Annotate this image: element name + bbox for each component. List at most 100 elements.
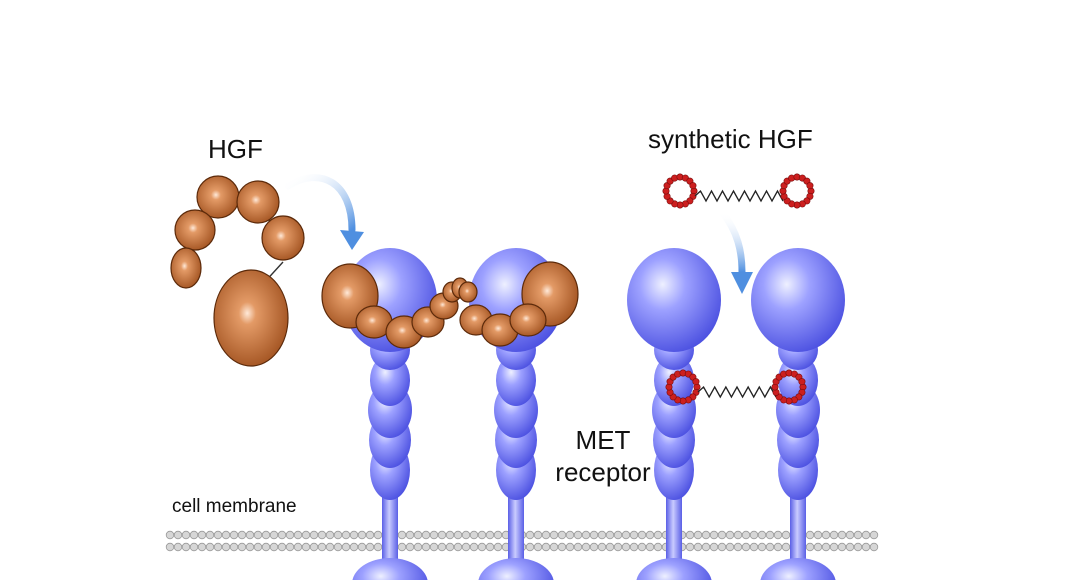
lipid-head (565, 542, 575, 552)
lipid-head (469, 530, 479, 540)
lipid-head (805, 542, 815, 552)
lipid-head (421, 542, 431, 552)
lipid-head (309, 542, 319, 552)
lipid-head (701, 530, 711, 540)
lipid-head (173, 542, 183, 552)
lipid-head (549, 530, 559, 540)
lipid-head (165, 530, 175, 540)
lipid-head (317, 542, 327, 552)
receptor-transmembrane (382, 490, 398, 560)
met-receptor-3 (627, 248, 721, 585)
met-receptors (343, 248, 845, 585)
lipid-head (205, 542, 215, 552)
lipid-head (453, 530, 463, 540)
lipid-head (589, 530, 599, 540)
lipid-head (461, 530, 471, 540)
lipid-head (829, 542, 839, 552)
lipid-head (765, 530, 775, 540)
lipid-head (621, 542, 631, 552)
lipid-head (749, 530, 759, 540)
lipid-head (485, 542, 495, 552)
lipid-head (445, 542, 455, 552)
lipid-head (813, 530, 823, 540)
lipid-head (309, 530, 319, 540)
lipid-head (645, 530, 655, 540)
lipid-head (181, 542, 191, 552)
lipid-head (733, 542, 743, 552)
lipid-head (357, 530, 367, 540)
lipid-head (685, 542, 695, 552)
lipid-head (437, 542, 447, 552)
lipid-head (181, 530, 191, 540)
lipid-head (685, 530, 695, 540)
lipid-head (605, 530, 615, 540)
receptor-transmembrane (666, 490, 682, 560)
synthetic-linker-bound (697, 385, 777, 399)
hgf-kringle-domain (261, 215, 305, 261)
lipid-head (853, 542, 863, 552)
lipid-head (477, 542, 487, 552)
lipid-head (581, 542, 591, 552)
lipid-head (541, 542, 551, 552)
lipid-head (805, 530, 815, 540)
lipid-head (733, 530, 743, 540)
hgf-kringle-domain (174, 209, 216, 251)
lipid-head (533, 530, 543, 540)
lipid-head (869, 530, 879, 540)
synthetic-ring (662, 173, 698, 209)
lipid-head (277, 530, 287, 540)
lipid-head (413, 530, 423, 540)
lipid-head (333, 530, 343, 540)
lipid-head (213, 530, 223, 540)
hgf-binding-arrow (284, 174, 356, 234)
lipid-head (413, 542, 423, 552)
hgf-free (170, 175, 305, 367)
hgf-kringle-domain (170, 247, 202, 289)
ring-bead (806, 182, 814, 190)
lipid-head (269, 542, 279, 552)
lipid-head (261, 530, 271, 540)
met-receptor-4 (751, 248, 845, 585)
lipid-head (253, 530, 263, 540)
met-receptor-label: MET receptor (545, 424, 661, 488)
synthetic-hgf-label: synthetic HGF (648, 124, 813, 154)
cell-membrane-label: cell membrane (172, 496, 297, 517)
lipid-head (197, 542, 207, 552)
lipid-head (613, 542, 623, 552)
lipid-head (749, 542, 759, 552)
lipid-head (549, 542, 559, 552)
lipid-head (261, 542, 271, 552)
lipid-head (613, 530, 623, 540)
ring-bead (798, 378, 806, 386)
lipid-head (757, 542, 767, 552)
lipid-head (589, 542, 599, 552)
lipid-head (597, 530, 607, 540)
lipid-head (693, 530, 703, 540)
receptor-head (751, 248, 845, 352)
lipid-head (637, 542, 647, 552)
lipid-head (829, 530, 839, 540)
lipid-head (469, 542, 479, 552)
lipid-head (189, 530, 199, 540)
lipid-head (565, 530, 575, 540)
ring-bead (692, 378, 700, 386)
lipid-head (573, 542, 583, 552)
lipid-head (853, 530, 863, 540)
lipid-head (205, 530, 215, 540)
synthetic-ring-bound (665, 369, 701, 405)
lipid-head (221, 530, 231, 540)
lipid-head (837, 542, 847, 552)
lipid-head (629, 542, 639, 552)
lipid-head (397, 530, 407, 540)
lipid-head (781, 542, 791, 552)
lipid-head (221, 542, 231, 552)
lipid-head (693, 542, 703, 552)
receptor-transmembrane (508, 490, 524, 560)
lipid-head (325, 542, 335, 552)
lipid-head (349, 542, 359, 552)
receptor-intracellular-domain (636, 558, 712, 585)
lipid-head (493, 530, 503, 540)
lipid-head (741, 530, 751, 540)
hgf-kringle-domain (236, 180, 280, 224)
